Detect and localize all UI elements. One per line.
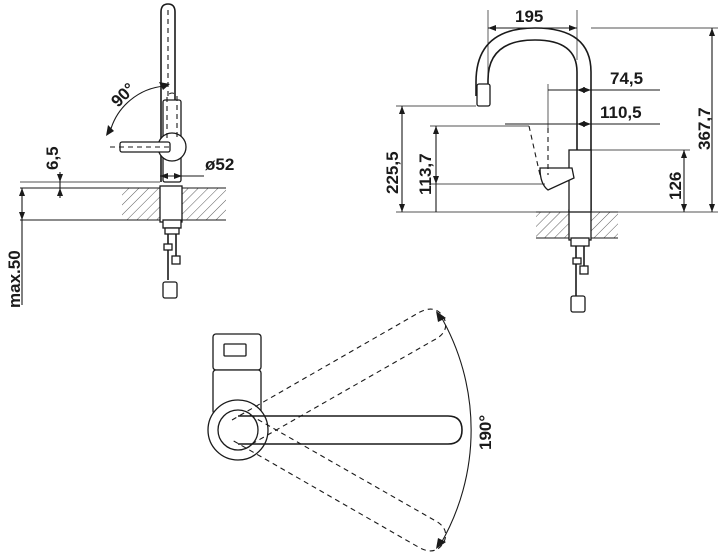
- total-height-label: 367,7: [695, 107, 714, 150]
- outlet-height-label: 225,5: [383, 151, 402, 194]
- angle-arc-90: [109, 85, 166, 133]
- front-view: 195 74,5 110,5 367,7 126 225,5: [383, 7, 718, 313]
- side-view: 90° ø52 6,5 max.50: [5, 3, 234, 308]
- spout-reach-pulled-label: 110,5: [600, 103, 642, 122]
- spout-reach-inner-label: 74,5: [610, 69, 643, 88]
- spout-width-label: 195: [515, 7, 543, 26]
- spout-side: [160, 3, 176, 182]
- angle-label-90: 90°: [107, 79, 139, 111]
- spout-top-solid: [238, 415, 463, 445]
- top-view: 190°: [207, 308, 495, 552]
- swivel-angle-label: 190°: [476, 415, 495, 450]
- counter-thickness-label: max.50: [5, 250, 24, 308]
- thread-offset-label: 6,5: [43, 146, 62, 170]
- diameter-label: ø52: [205, 155, 234, 174]
- spout-front: [487, 39, 578, 210]
- swivel-arc: [439, 314, 472, 546]
- body-height-label: 126: [666, 172, 685, 200]
- pulled-height-label: 113,7: [416, 153, 435, 195]
